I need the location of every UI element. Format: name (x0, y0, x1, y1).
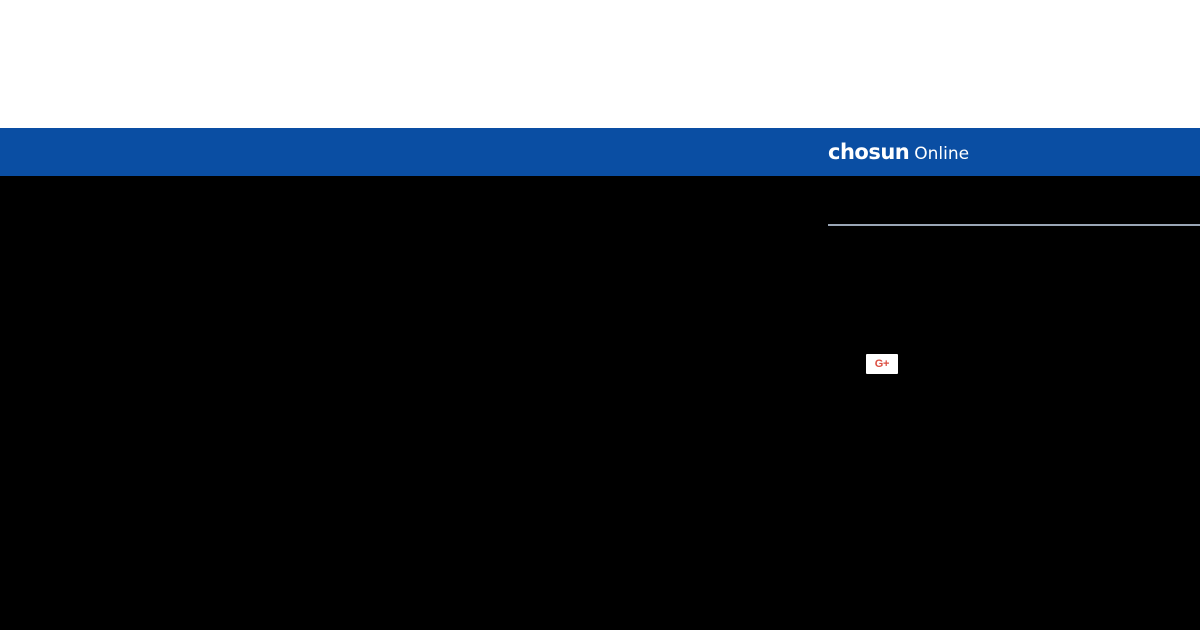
logo-suffix: Online (914, 144, 970, 164)
google-plus-icon: G+ (874, 358, 890, 370)
logo-word: chosun (828, 140, 910, 164)
divider-line (828, 224, 1200, 226)
main-content-area (0, 176, 1200, 630)
top-banner-area (0, 0, 1200, 128)
google-plus-share-button[interactable]: G+ (866, 354, 898, 374)
